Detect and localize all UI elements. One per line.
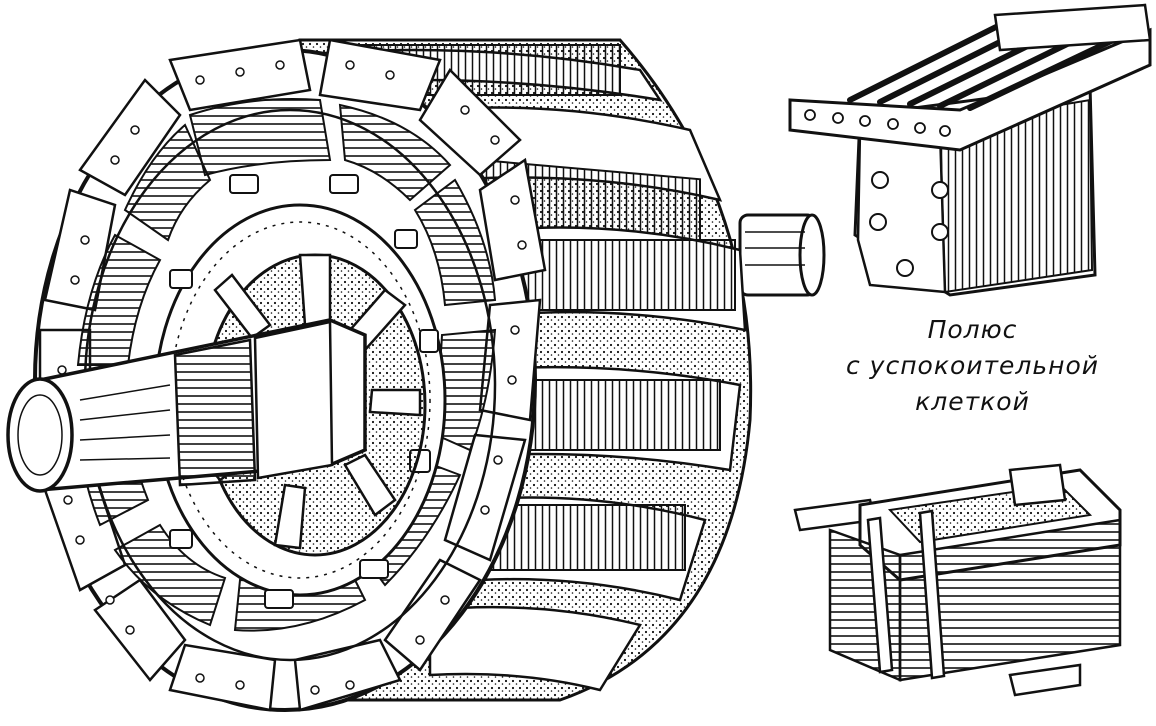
coil-straps [866,509,946,680]
pole-shoe-rivets [57,60,527,695]
pole-with-damper-cage [788,3,1152,297]
rear-shaft [738,213,826,297]
rotor [6,38,826,712]
pole-shoe-rivets-detail [804,109,951,137]
caption-line-1: Полюс [927,315,1018,344]
caption-line-2: с успокоительной [845,351,1100,380]
field-coil [793,463,1122,697]
end-plate-bolts [869,171,949,277]
front-shaft [6,318,367,493]
caption-line-3: клеткой [915,387,1030,416]
pole-caption: Полюс с успокоительной клеткой [800,312,1145,420]
